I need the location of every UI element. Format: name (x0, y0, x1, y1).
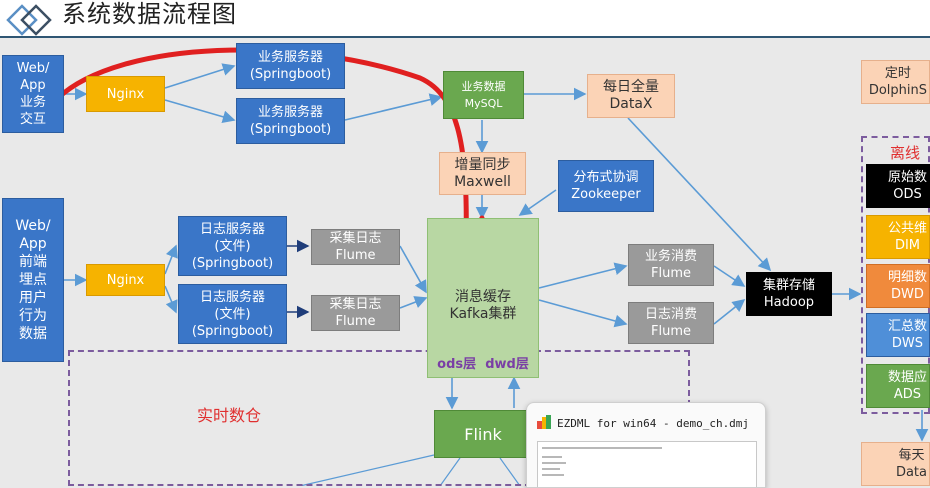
ezdml-tree-line (542, 468, 560, 470)
title-bar: 系统数据流程图 (0, 0, 930, 38)
ezdml-app-icon (537, 415, 551, 429)
page-title: 系统数据流程图 (62, 0, 237, 28)
layer-ads: 数据应 ADS (866, 364, 930, 408)
flume-collect-2: 采集日志 Flume (311, 295, 400, 331)
scheduler-dolphin: 定时 DolphinS (861, 60, 930, 104)
layer-dwd: 明细数 DWD (866, 264, 930, 308)
flume-collect-1: 采集日志 Flume (311, 229, 400, 265)
ezdml-window-content[interactable] (537, 441, 757, 487)
web-app-tracking-source: Web/ App 前端 埋点 用户 行为 数据 (2, 198, 64, 362)
flume-business-consume: 业务消费 Flume (628, 244, 714, 286)
realtime-warehouse-title: 实时数仓 (197, 406, 262, 425)
daily-data-bottom: 每天 Data (861, 442, 930, 486)
flume-log-consume: 日志消费 Flume (628, 302, 714, 344)
ezdml-window-title[interactable]: EZDML for win64 - demo_ch.dmj (557, 417, 750, 430)
kafka-label: 消息缓存 Kafka集群 (449, 289, 517, 322)
business-server-1: 业务服务器 (Springboot) (236, 43, 345, 89)
web-app-business-source: Web/ App 业务 交互 (2, 55, 64, 133)
business-server-2: 业务服务器 (Springboot) (236, 98, 345, 144)
ezdml-tree-line (542, 474, 564, 476)
kafka-cluster: 消息缓存 Kafka集群 ods层 dwd层 (427, 218, 539, 378)
layer-dim: 公共维 DIM (866, 215, 930, 259)
zookeeper: 分布式协调 Zookeeper (558, 160, 654, 212)
diamond-logo-icon (6, 4, 52, 36)
log-server-2: 日志服务器 (文件) (Springboot) (178, 284, 287, 344)
nginx-bottom: Nginx (86, 264, 165, 296)
ezdml-tree-line (542, 456, 562, 458)
ezdml-window[interactable]: EZDML for win64 - demo_ch.dmj (526, 402, 766, 488)
ezdml-toolbar[interactable] (542, 447, 662, 449)
layer-ods: 原始数 ODS (866, 164, 930, 208)
nginx-top: Nginx (86, 76, 165, 112)
business-mysql: 业务数据 MySQL (443, 71, 524, 119)
layer-dws: 汇总数 DWS (866, 313, 930, 357)
kafka-layers-label: ods层 dwd层 (437, 357, 529, 372)
incremental-maxwell: 增量同步 Maxwell (439, 152, 526, 195)
daily-datax: 每日全量 DataX (587, 74, 675, 118)
hadoop-cluster: 集群存储 Hadoop (746, 272, 832, 316)
flink: Flink (434, 410, 532, 458)
ezdml-tree-line (542, 462, 566, 464)
log-server-1: 日志服务器 (文件) (Springboot) (178, 216, 287, 276)
